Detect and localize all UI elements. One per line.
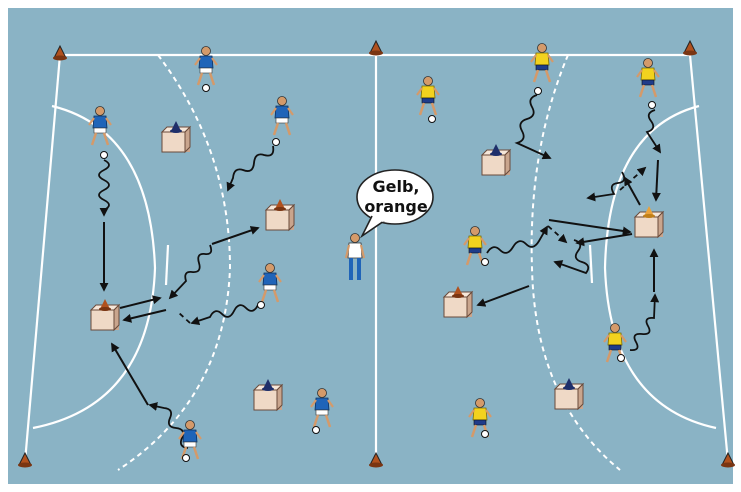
ball-icon [312, 426, 320, 434]
corner-cones [18, 39, 735, 468]
pass-arrow [575, 233, 633, 247]
pass-arrow [211, 226, 260, 245]
ball-icon [648, 101, 656, 109]
blue-player [88, 106, 112, 159]
boxes [89, 121, 665, 412]
pass-arrow [548, 219, 632, 236]
court-lines [23, 53, 730, 463]
left-free-throw-line [117, 54, 232, 471]
pass-arrow [111, 342, 149, 406]
dribble-arrow [586, 171, 626, 202]
box-with-cone [252, 379, 284, 412]
pass-arrow [476, 285, 530, 307]
free-throw-lines [117, 54, 621, 471]
ball-icon [257, 301, 265, 309]
box-with-cone [633, 206, 665, 239]
blue-player [270, 96, 294, 146]
ball-icon [617, 354, 625, 362]
box-with-cone [160, 121, 192, 154]
box-with-cone [264, 199, 296, 232]
coach [344, 233, 366, 280]
dribble-arrow [629, 293, 660, 351]
pass-arrows [99, 159, 661, 406]
yellow-player [603, 323, 627, 363]
ball-icon [182, 454, 190, 462]
cone-icon [369, 39, 383, 56]
right-goal-line [688, 54, 730, 463]
cone-icon [643, 206, 655, 218]
cone-icon [274, 199, 286, 211]
cone-icon [369, 451, 383, 468]
box-with-cone [480, 144, 512, 177]
dribble-arrow [98, 159, 110, 217]
cone-icon [262, 379, 274, 391]
ball-icon [428, 115, 436, 123]
blue-player [310, 388, 334, 434]
speech-bubble: Gelb, orange [356, 169, 434, 239]
cone-icon [721, 451, 735, 468]
right-goal-area-line [603, 104, 717, 430]
yellow-player [416, 76, 440, 123]
pass-arrow [119, 295, 162, 309]
box-with-cone [553, 378, 585, 411]
ball-icon [100, 151, 108, 159]
right-free-throw-line [530, 54, 621, 471]
cone-icon [18, 451, 32, 468]
left-goal-area-line [32, 104, 157, 430]
cone-icon [99, 299, 111, 311]
callout-line-1: Gelb, [373, 177, 420, 196]
ball-icon [481, 430, 489, 438]
blue-player [178, 420, 202, 462]
dribble-paths [98, 94, 661, 449]
yellow-player [468, 398, 492, 438]
ball-icon [272, 138, 280, 146]
box-with-cone [442, 286, 474, 319]
run-paths [177, 166, 647, 324]
ball-icon [202, 84, 210, 92]
yellow-player [463, 226, 489, 266]
dribble-arrow [486, 225, 548, 254]
run-arrow [547, 225, 568, 244]
blue-player [194, 46, 218, 92]
dribble-arrow [514, 94, 552, 160]
dribble-arrow [645, 109, 661, 154]
ball-icon [481, 258, 489, 266]
left-goal-line [23, 54, 62, 463]
dribble-arrow [168, 244, 213, 300]
cone-icon [490, 144, 502, 156]
box-with-cone [89, 299, 121, 332]
yellow-player [636, 58, 660, 109]
cone-icon [683, 39, 697, 56]
ball-icon [534, 87, 542, 95]
dribble-arrow [148, 402, 189, 449]
cone-icon [170, 121, 182, 133]
dribble-arrow [190, 304, 259, 325]
run-arrow [177, 311, 191, 324]
pass-arrow [122, 309, 167, 323]
blue-player [257, 263, 282, 309]
cone-icon [452, 286, 464, 298]
dribble-arrow [226, 145, 275, 192]
cone-icon [563, 378, 575, 390]
right-seven-meter-mark [588, 244, 594, 284]
left-seven-meter-mark [164, 244, 170, 286]
run-arrow [619, 166, 647, 191]
court-surface [8, 8, 733, 484]
cone-icon [53, 44, 67, 61]
pass-arrow [651, 159, 661, 202]
callout-line-2: orange [364, 197, 428, 216]
yellow-player [530, 43, 554, 95]
